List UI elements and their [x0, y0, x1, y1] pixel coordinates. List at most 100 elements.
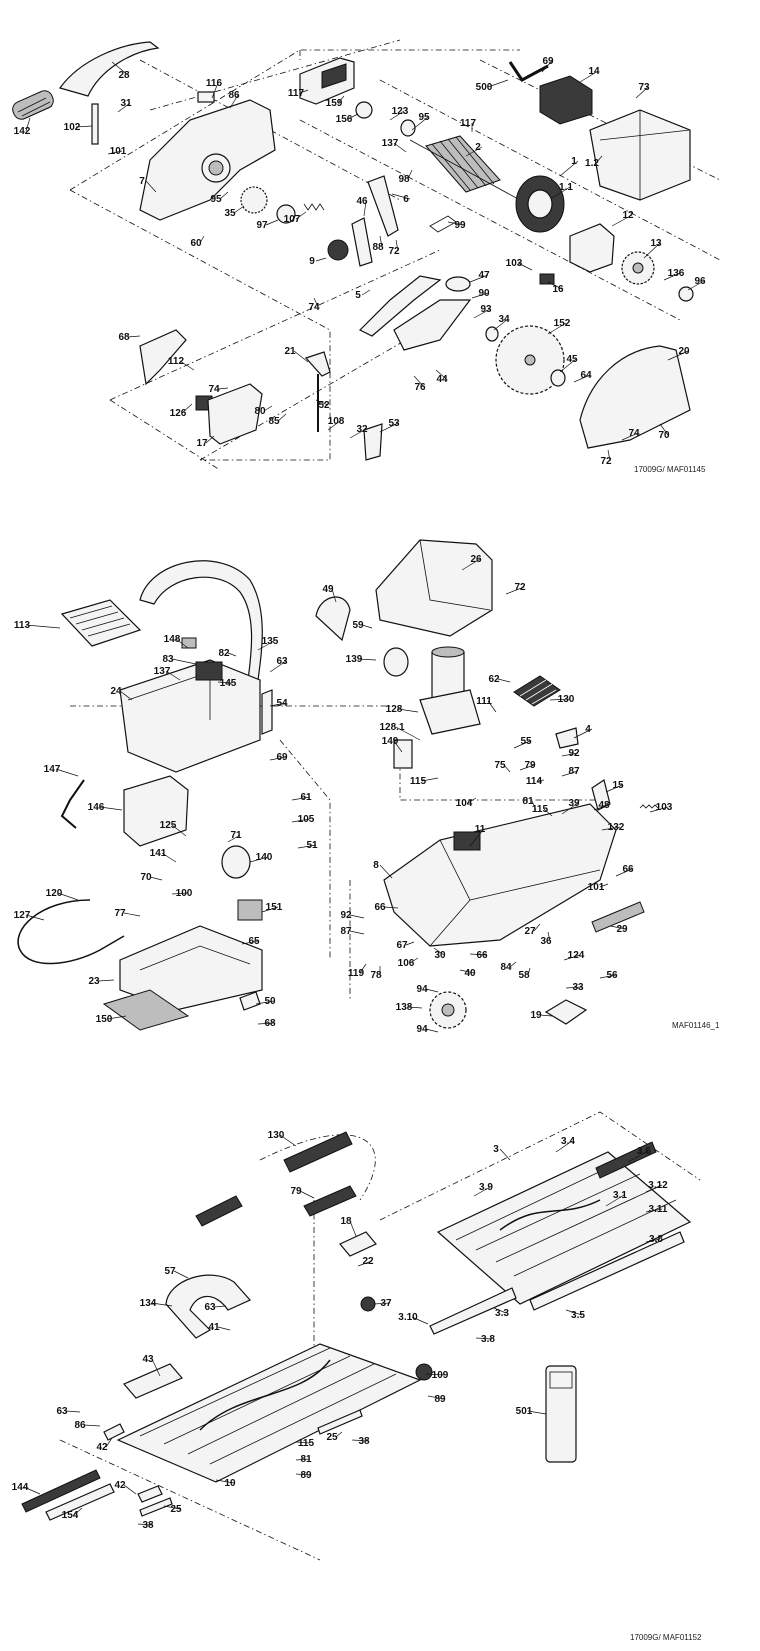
leader-line [315, 257, 327, 262]
leader-line [475, 1337, 493, 1340]
part-number-label: 128.1 [379, 722, 404, 733]
part-number-label: 115 [410, 776, 427, 787]
leader-line [229, 94, 239, 109]
switch-145 [195, 661, 223, 681]
part-number-label: 3 [493, 1144, 499, 1155]
block-151 [237, 899, 263, 921]
part-number-label: 2 [475, 142, 481, 153]
part-number-label: 105 [298, 814, 315, 825]
leader-line [263, 405, 273, 412]
part-number-label: 95 [210, 194, 222, 205]
brush-16 [539, 273, 555, 285]
part-number-label: 27 [524, 926, 536, 937]
spring-107 [303, 203, 325, 211]
leader-line [433, 947, 445, 956]
leader-line [645, 1184, 663, 1193]
part-number-label: 73 [638, 82, 650, 93]
part-number-label: 83 [162, 654, 174, 665]
part-number-label: 92 [340, 910, 352, 921]
part-number-label: 101 [110, 146, 127, 157]
clamp-42-a [103, 1423, 125, 1441]
leader-line [217, 681, 233, 684]
part-number-label: 70 [140, 872, 152, 883]
leader-line [421, 777, 439, 782]
part-number-label: 54 [276, 698, 288, 709]
leader-line [163, 1505, 181, 1510]
part-number-label: 8 [373, 860, 379, 871]
part-number-label: 39 [568, 798, 580, 809]
leader-line [55, 768, 79, 777]
part-number-label: 119 [348, 968, 365, 979]
part-number-label: 111 [476, 696, 492, 707]
part-number-label: 63 [56, 1406, 68, 1417]
part-number-label: 24 [110, 686, 122, 697]
part-number-label: 89 [300, 1470, 312, 1481]
leader-line [327, 420, 341, 431]
leader-line [75, 125, 93, 128]
switch-box-117-window [321, 63, 347, 89]
shaft-102 [91, 103, 99, 145]
part-number-label: 80 [254, 406, 266, 417]
leader-line [295, 1458, 311, 1461]
saw-blade-152 [495, 325, 565, 395]
leader-line [549, 698, 571, 701]
leader-line [107, 150, 123, 155]
part-number-label: 134 [140, 1298, 157, 1309]
part-number-label: 1.2 [585, 158, 599, 169]
leader-line [487, 79, 509, 88]
button-148 [181, 637, 197, 649]
chain-130-top [283, 1131, 353, 1173]
part-number-label: 84 [500, 962, 512, 973]
part-number-label: 78 [370, 970, 382, 981]
part-number-label: 109 [432, 1370, 449, 1381]
leader-line [65, 1410, 81, 1413]
leader-line [599, 974, 617, 979]
rail-3 [436, 1151, 692, 1305]
grip-142 [12, 90, 54, 120]
part-number-label: 4 [585, 724, 591, 735]
leader-line [361, 624, 373, 629]
cover-17 [207, 383, 263, 445]
part-number-label: 17 [196, 438, 208, 449]
leader-line [561, 770, 579, 777]
roll-140 [221, 845, 251, 879]
leader-line [123, 1484, 137, 1495]
leader-line [217, 387, 229, 390]
leader-line [219, 191, 229, 200]
part-number-label: 114 [526, 776, 543, 787]
leader-line [611, 214, 633, 227]
leader-line [425, 988, 439, 993]
part-number-label: 16 [552, 284, 564, 295]
leader-line [57, 892, 79, 901]
leader-line [427, 1395, 445, 1400]
leader-line [517, 262, 533, 271]
leader-line [627, 1150, 649, 1163]
leader-line [213, 1305, 227, 1308]
leader-line [497, 678, 511, 683]
cable-127 [17, 899, 125, 965]
strip-144 [21, 1469, 101, 1513]
section-top: 17009G/ MAF01145 28142116863110210171171… [12, 39, 721, 474]
part-number-label: 82 [218, 648, 230, 659]
leader-line [241, 940, 259, 945]
leader-line [349, 428, 367, 439]
part-number-label: 141 [150, 848, 167, 859]
part-number-label: 81 [300, 1454, 312, 1465]
board-146 [123, 775, 189, 847]
gear-35 [240, 186, 268, 214]
leader-line [547, 931, 551, 942]
part-number-label: 72 [600, 456, 612, 467]
leader-line [413, 375, 425, 388]
leader-line [137, 1523, 153, 1526]
label-sheet-113 [60, 599, 142, 647]
leader-line [473, 308, 491, 319]
leader-line [607, 449, 611, 462]
leader-line [379, 235, 383, 248]
part-116 [197, 91, 215, 103]
wheel-9 [327, 239, 349, 261]
part-number-label: 159 [326, 98, 343, 109]
leader-line [351, 1439, 369, 1442]
leader-line [539, 1014, 553, 1017]
